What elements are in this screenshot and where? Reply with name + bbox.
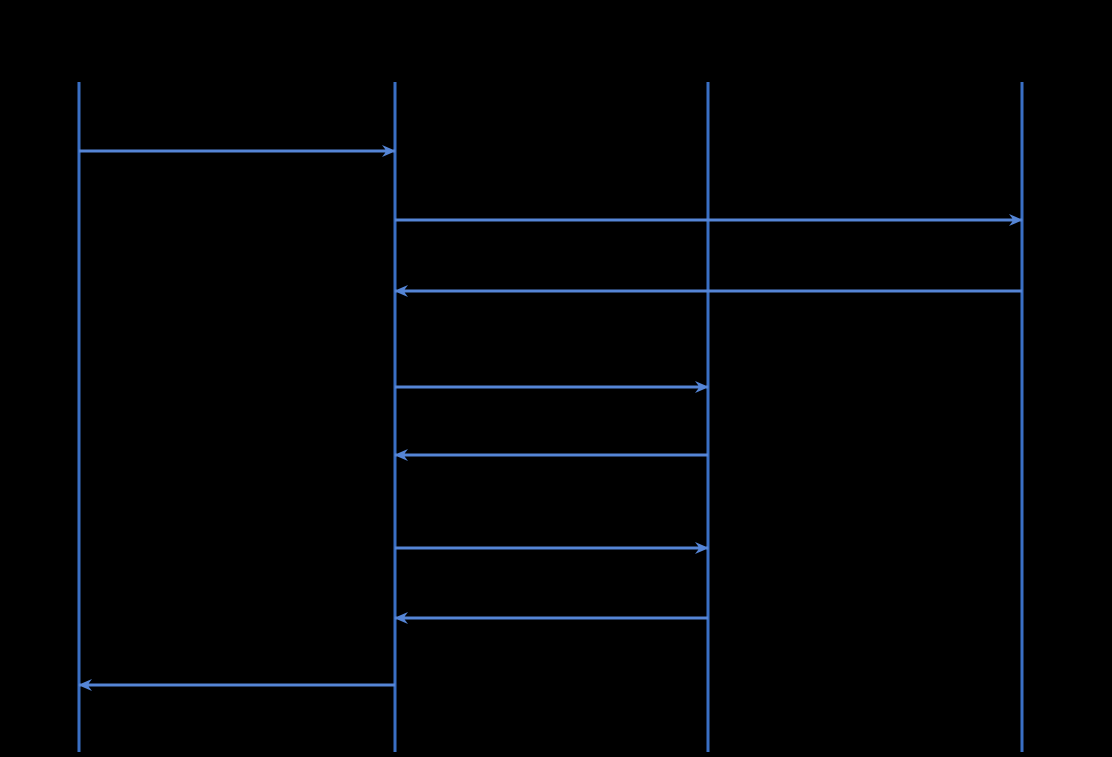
- lifelines-layer: [77, 82, 1024, 752]
- messages-layer: [78, 145, 1023, 691]
